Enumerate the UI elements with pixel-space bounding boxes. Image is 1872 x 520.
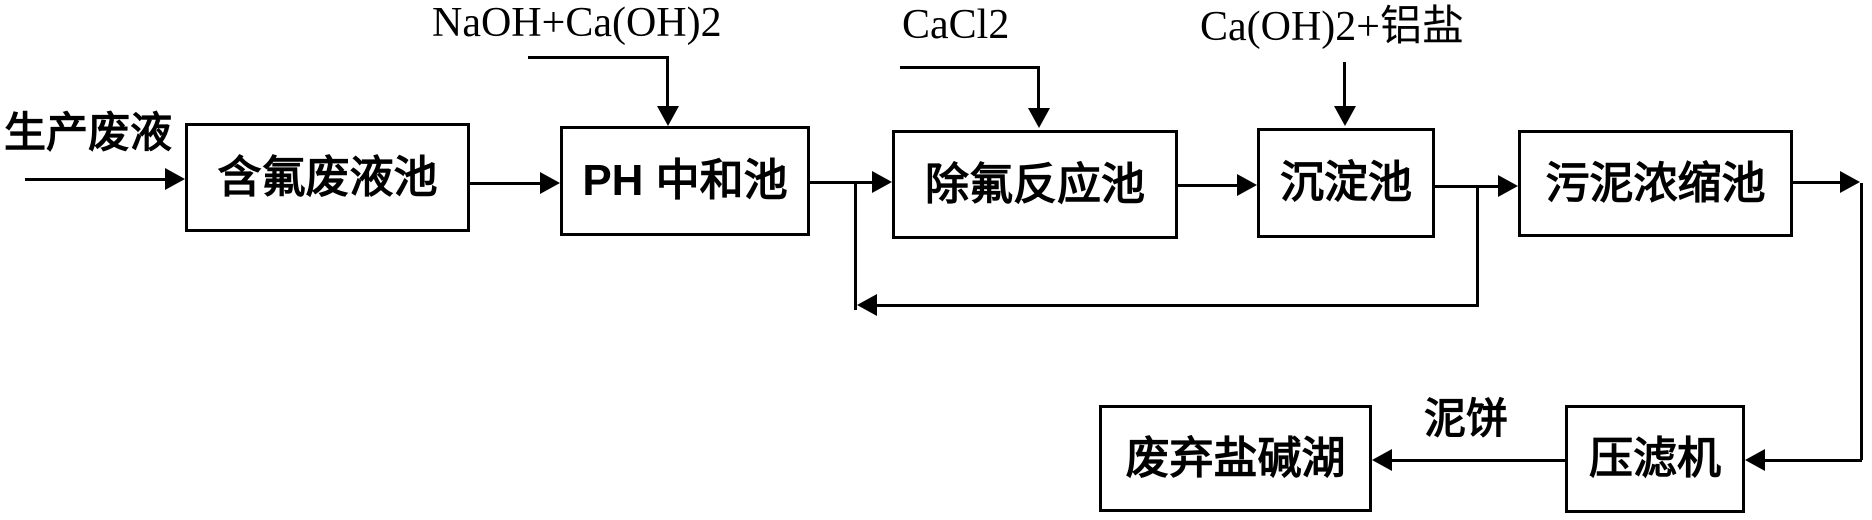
edge-input-line	[25, 178, 165, 181]
arrowhead-right-icon	[540, 172, 560, 194]
edge-recycle-drop	[1476, 186, 1479, 307]
arrowhead-right-icon	[165, 168, 185, 190]
edge-recycle-riser	[854, 182, 857, 310]
feed-lime-aluminum-vertical	[1343, 62, 1346, 108]
edge-into-filter-press	[1765, 459, 1862, 462]
label-input-stream: 生产废液	[4, 109, 173, 156]
arrowhead-right-icon	[872, 171, 892, 193]
arrowhead-left-icon	[1372, 449, 1392, 471]
node-fluoride-waste-pool: 含氟废液池	[185, 123, 470, 232]
edge-waste-to-ph	[470, 182, 542, 185]
edge-thickening-out	[1793, 181, 1842, 184]
label-cacl2-dosing: CaCl2	[902, 2, 1010, 48]
label-naoh-lime-dosing: NaOH+Ca(OH)2	[432, 0, 722, 46]
node-label: 压滤机	[1589, 434, 1721, 483]
node-abandoned-salt-alkali-lake: 废弃盐碱湖	[1099, 405, 1372, 512]
node-fluoride-removal-reaction-pool: 除氟反应池	[892, 130, 1178, 239]
feed-cacl2-horizontal	[900, 66, 1040, 69]
label-mud-cake: 泥饼	[1424, 395, 1509, 442]
feed-naoh-horizontal	[528, 56, 669, 59]
node-sedimentation-pool: 沉淀池	[1257, 128, 1435, 238]
arrowhead-down-icon	[657, 106, 679, 126]
node-filter-press: 压滤机	[1565, 405, 1745, 513]
node-label: PH 中和池	[582, 156, 788, 205]
edge-ph-to-reaction	[810, 181, 874, 184]
node-label: 含氟废液池	[217, 152, 438, 202]
arrowhead-right-icon	[1498, 175, 1518, 197]
node-label: 除氟反应池	[925, 159, 1145, 209]
arrowhead-down-icon	[1334, 106, 1356, 126]
edge-right-drop	[1860, 183, 1863, 460]
feed-naoh-vertical	[666, 56, 669, 108]
arrowhead-right-icon	[1840, 171, 1860, 193]
node-ph-neutralization-pool: PH 中和池	[560, 126, 810, 236]
arrowhead-right-icon	[1237, 174, 1257, 196]
node-label: 废弃盐碱湖	[1125, 433, 1346, 483]
edge-reaction-to-sedimentation	[1178, 184, 1239, 187]
arrowhead-down-icon	[1028, 108, 1050, 128]
node-label: 污泥浓缩池	[1545, 158, 1766, 208]
node-sludge-thickening-pool: 污泥浓缩池	[1518, 130, 1793, 237]
arrowhead-left-icon	[857, 294, 877, 316]
edge-sedimentation-to-thickening	[1435, 185, 1500, 188]
edge-press-to-lake	[1392, 459, 1565, 462]
label-lime-aluminum-dosing: Ca(OH)2+铝盐	[1200, 4, 1464, 50]
edge-recycle-return	[877, 304, 1478, 307]
node-label: 沉淀池	[1280, 158, 1412, 207]
feed-cacl2-vertical	[1037, 66, 1040, 110]
arrowhead-left-icon	[1745, 449, 1765, 471]
